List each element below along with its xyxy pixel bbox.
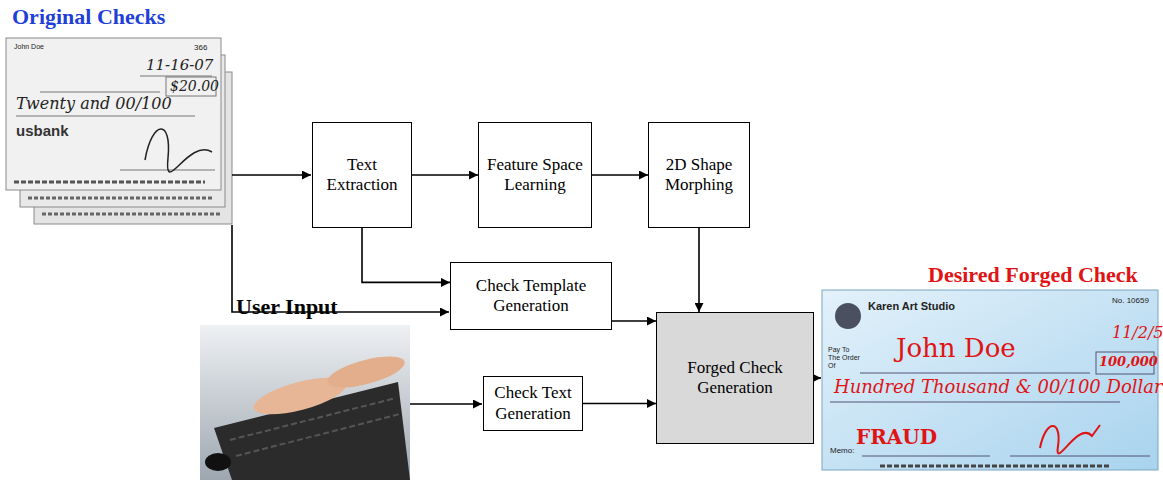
flow-arrow <box>612 320 656 322</box>
check-text: FRAUD <box>856 426 937 449</box>
process-box: 2D Shape Morphing <box>648 122 750 228</box>
figure-heading: Original Checks <box>12 4 165 29</box>
payee-line <box>860 373 1090 374</box>
check-text: 11/2/5 <box>1112 324 1163 342</box>
input-arrow <box>410 403 482 405</box>
check-text: John Doe <box>14 43 44 51</box>
flow-arrow <box>698 228 700 312</box>
check-text: 100,000 <box>1099 355 1158 370</box>
flow-arrow <box>362 228 450 282</box>
signature <box>1040 425 1100 453</box>
process-box: Check Template Generation <box>450 262 612 330</box>
check-text: Hundred Thousand & 00/100 Dollars <box>834 377 1163 398</box>
micr-line <box>880 465 1110 468</box>
check-text: Karen Art Studio <box>868 300 955 313</box>
payee-line <box>40 92 160 93</box>
keyboard-illustration <box>200 325 410 480</box>
flow-arrow <box>592 174 648 176</box>
process-box: Feature Space Learning <box>478 122 592 228</box>
process-box: Forged Check Generation <box>656 312 814 444</box>
key-row <box>236 414 400 456</box>
check-text: usbank <box>16 122 69 139</box>
check-text: Memo: <box>830 446 854 455</box>
check-text: 366 <box>194 43 207 52</box>
signature-line <box>1010 456 1150 457</box>
check-text: $20.00 <box>170 78 219 94</box>
original-checks-illustration <box>6 38 232 224</box>
check-sheet <box>6 38 221 190</box>
date-line <box>140 76 212 77</box>
words-line <box>16 116 195 117</box>
check-text: John Doe <box>896 334 1016 364</box>
signature <box>145 129 212 172</box>
box-label: Check Text Generation <box>489 383 577 424</box>
micr-line <box>42 213 220 216</box>
check-text: Twenty and 00/100 <box>16 95 172 113</box>
flow-arrow <box>412 174 478 176</box>
box-label: Text Extraction <box>318 155 406 196</box>
words-line <box>830 402 1120 403</box>
photo-ground <box>200 325 410 480</box>
box-label: Forged Check Generation <box>662 358 808 399</box>
box-label: Feature Space Learning <box>484 155 586 196</box>
input-arrow <box>232 174 311 176</box>
check-text: No. 10659 <box>1112 296 1149 305</box>
box-label: 2D Shape Morphing <box>654 155 744 196</box>
logo <box>835 303 861 329</box>
box-label: Check Template Generation <box>456 276 606 317</box>
figure-heading: User Input <box>236 294 338 319</box>
memo-line <box>862 456 990 457</box>
mouse <box>205 453 231 471</box>
micr-line <box>14 181 205 184</box>
check-text: Pay To The Order Of <box>828 346 860 370</box>
process-box: Check Text Generation <box>483 376 583 431</box>
process-box: Text Extraction <box>312 122 412 228</box>
check-text: 11-16-07 <box>146 57 213 74</box>
micr-line <box>28 197 212 200</box>
figure-heading: Desired Forged Check <box>928 262 1138 287</box>
flow-arrow <box>583 403 656 405</box>
hand <box>324 350 407 394</box>
